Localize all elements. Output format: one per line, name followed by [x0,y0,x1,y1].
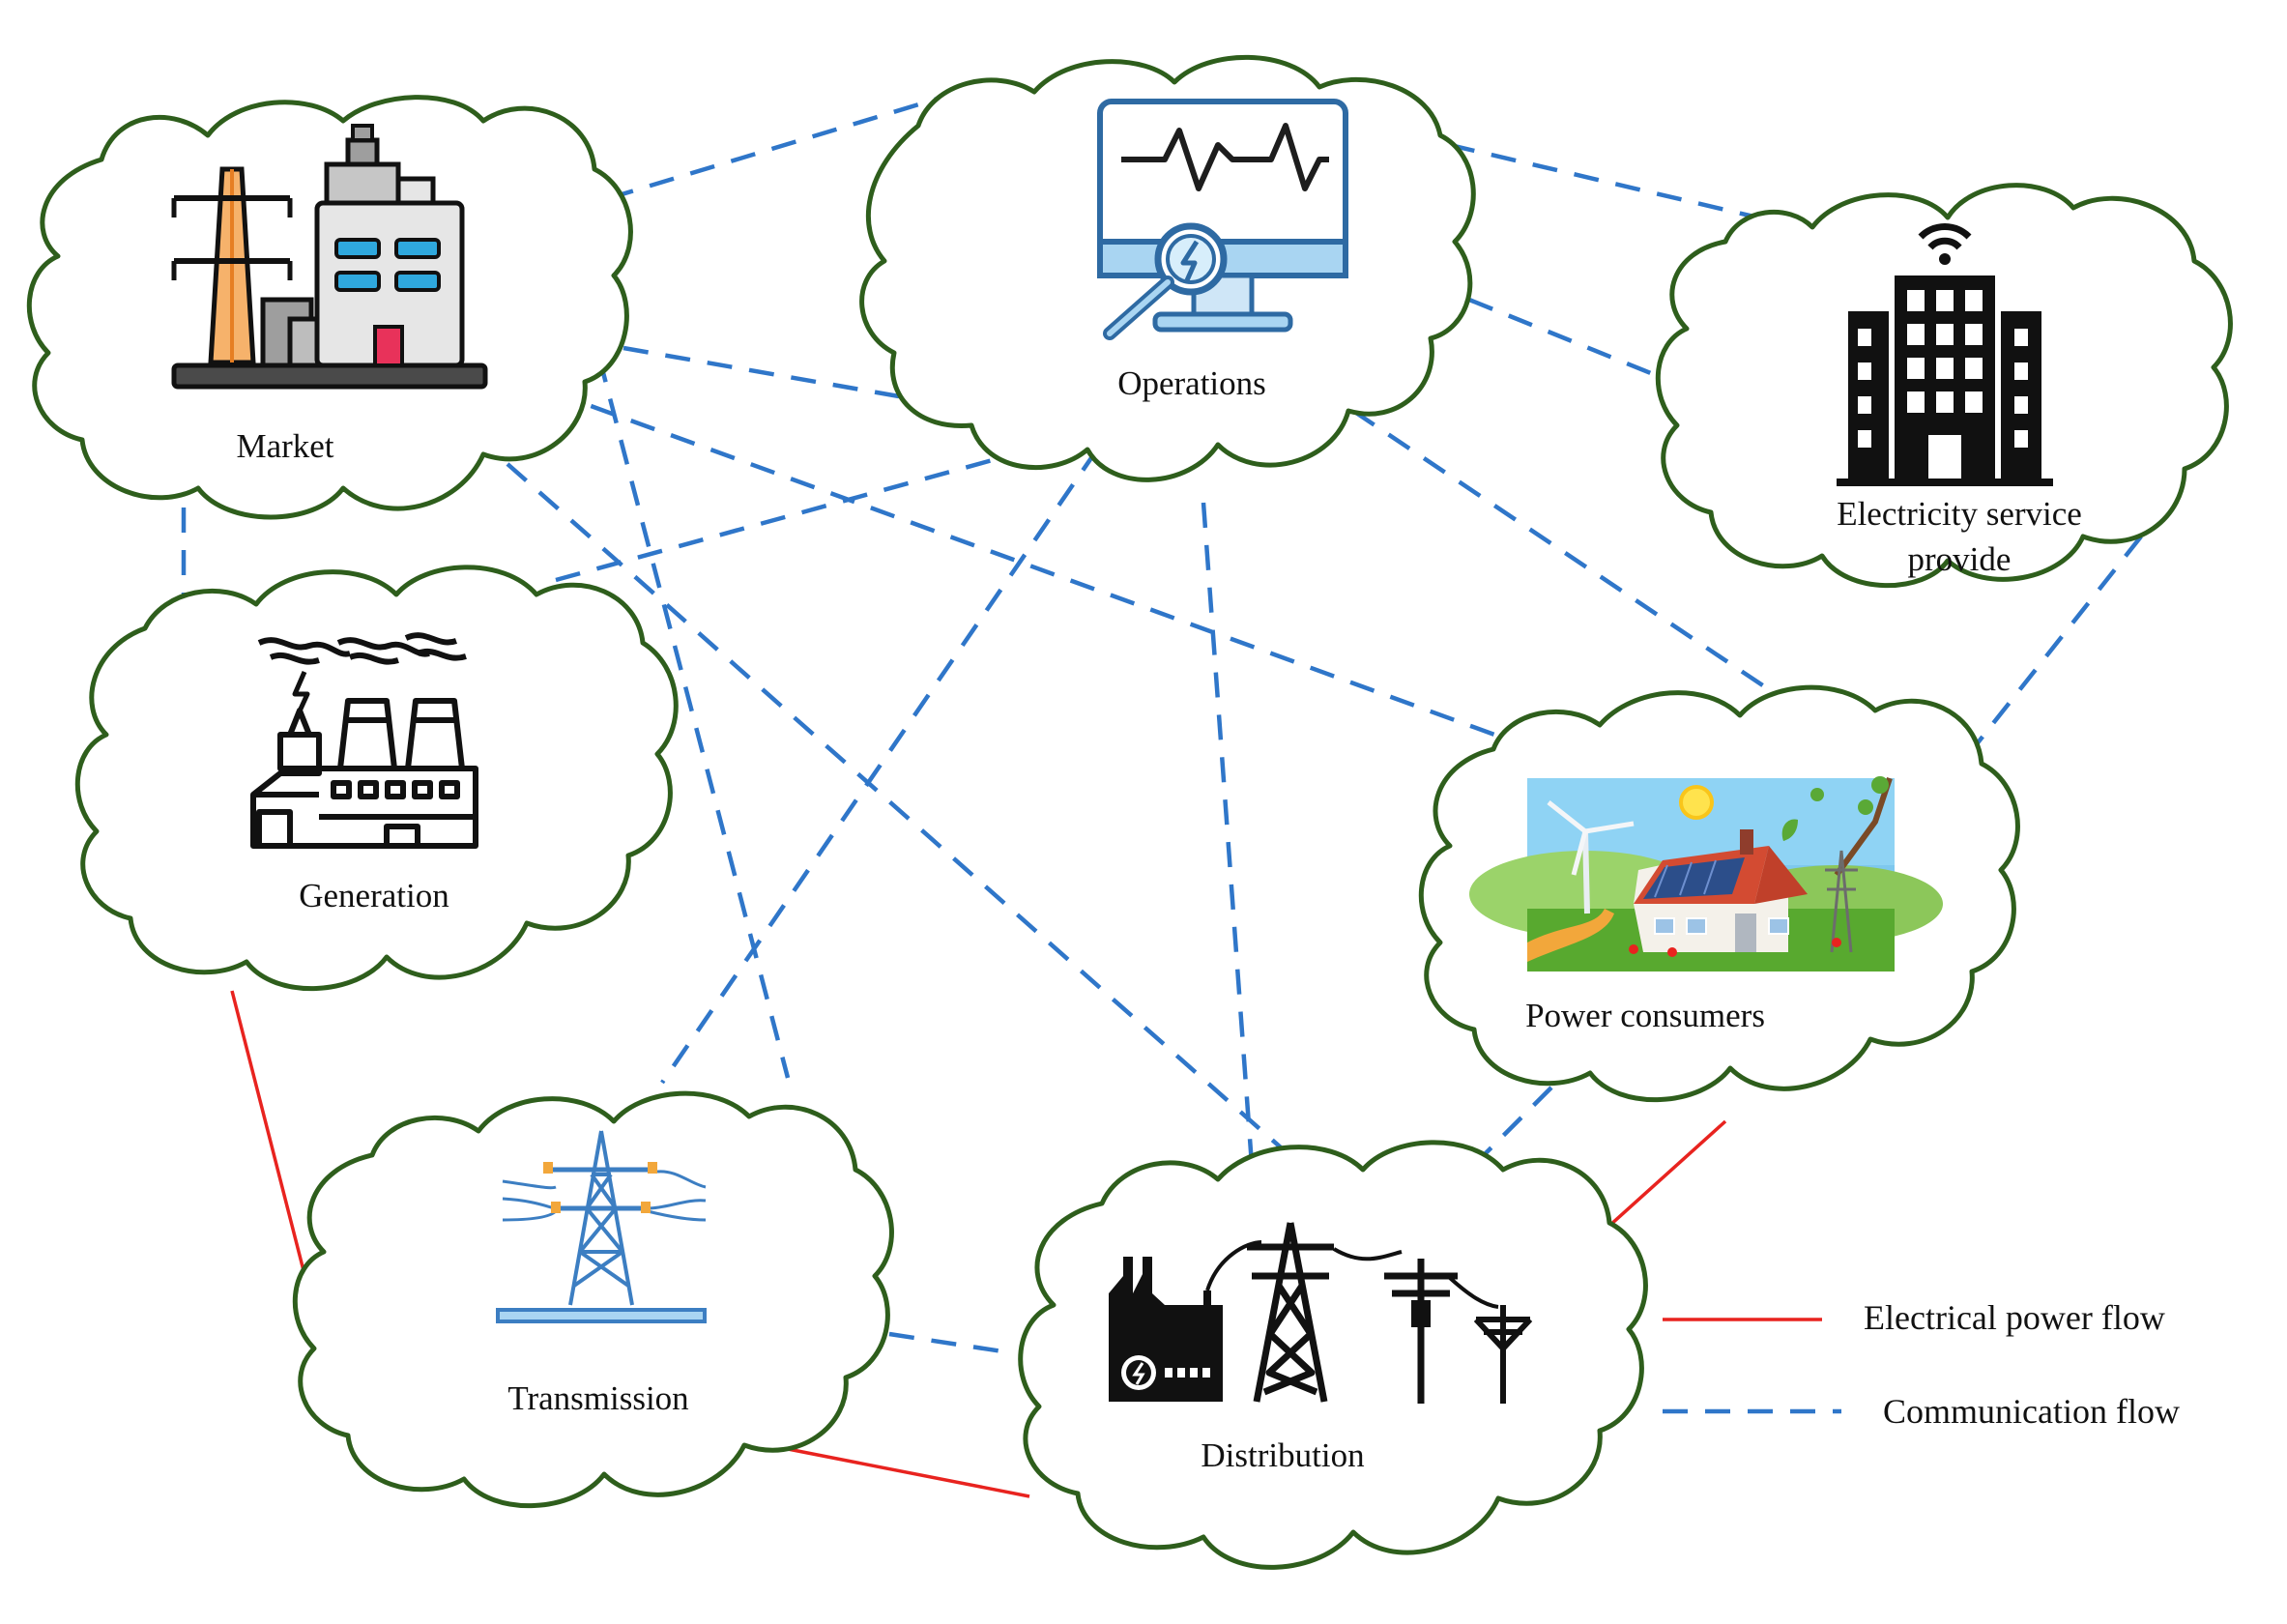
cloud-generation [74,565,679,991]
power-transmission-distribution [782,1446,1030,1498]
cloud-distribution [1018,1140,1648,1570]
node-label-generation: Generation [299,877,449,914]
monitor-analysis-icon [1097,99,1348,340]
link-market-distribution [506,462,1317,1179]
link-operations-esp-mid [1468,297,1673,385]
link-transmission-distribution [888,1331,1016,1356]
legend-comm-label: Communication flow [1883,1392,2180,1431]
node-label-transmission: Transmission [507,1379,688,1417]
link-market-operations [608,84,977,201]
node-label-market: Market [236,427,333,465]
power-plant-and-tower-icon [171,124,488,390]
node-label-distribution: Distribution [1201,1436,1364,1474]
link-esp-consumers [1955,535,2143,770]
legend: Electrical power flow Communication flow [1663,1298,2180,1431]
node-label-operations: Operations [1117,364,1266,402]
power-generation-transmission [230,990,309,1287]
link-operations-distribution [1201,502,1255,1166]
node-label-esp-line2: provide [1908,540,2012,578]
link-consumers-distribution [1482,1086,1553,1157]
distribution-grid-icon [1109,1222,1533,1404]
office-building-wifi-icon [1837,223,2053,486]
link-operations-esp-top [1449,142,1780,225]
legend-power-label: Electrical power flow [1864,1298,2165,1337]
node-label-esp-line1: Electricity service [1837,495,2082,533]
link-operations-transmission [660,448,1099,1085]
link-generation-operations [555,442,1050,583]
cloud-transmission [292,1090,894,1508]
link-market-transmission [596,357,791,1079]
factory-icon [250,632,478,849]
solar-house-wind-turbine-icon [1469,776,1943,972]
link-market-operations-lower [622,345,900,399]
transmission-tower-icon [496,1130,707,1323]
node-label-consumers: Power consumers [1525,997,1765,1034]
communication-links [181,84,2143,1356]
